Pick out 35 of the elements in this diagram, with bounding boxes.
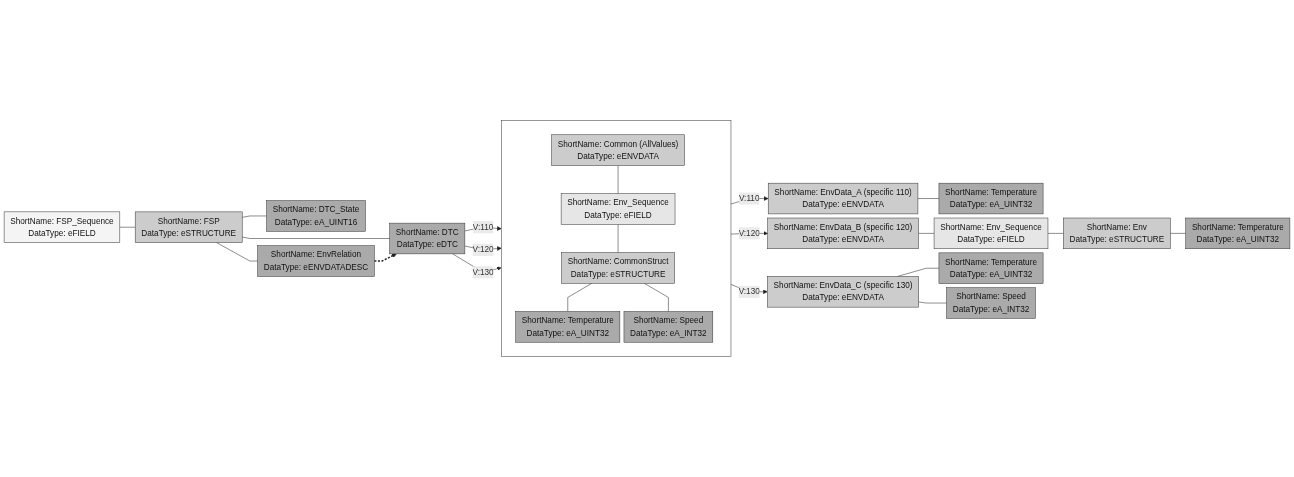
node-box: ShortName: Speed DataType: eA_INT32 <box>946 287 1036 319</box>
node-box: ShortName: EnvRelation DataType: eENVDATADESC <box>257 245 375 277</box>
connector <box>644 283 669 312</box>
edge-label: V:110 <box>472 222 494 232</box>
arrow <box>373 253 397 262</box>
connector <box>917 198 940 199</box>
node-box: ShortName: Common (AllValues) DataType: eENVDATA <box>551 134 685 166</box>
node-box: ShortName: FSP_Sequence DataType: eFIELD <box>3 211 121 243</box>
cluster <box>501 120 732 357</box>
node-box: ShortName: Temperature DataType: eA_UINT32 <box>938 182 1044 215</box>
node-box: ShortName: DTC DataType: eDTC <box>389 222 466 255</box>
connector <box>241 215 267 218</box>
node-box: ShortName: Temperature DataType: eA_UINT32 <box>1185 217 1291 249</box>
connector <box>918 301 947 304</box>
edge-label: V:120 <box>472 245 494 254</box>
edge-label: V:130 <box>738 287 760 296</box>
node-box: ShortName: Temperature DataType: eA_UINT32 <box>515 311 621 343</box>
edge-label: V:130 <box>472 267 494 277</box>
node-box: ShortName: EnvData_A (specific 110) DataType: eENVDATA <box>767 182 919 215</box>
connector <box>567 283 593 312</box>
edge-label: V:120 <box>738 228 760 238</box>
node-box: ShortName: Env_Sequence DataType: eFIELD <box>933 217 1049 249</box>
node-box: ShortName: CommonStruct DataType: eSTRUCTURE <box>561 252 675 284</box>
node-box: ShortName: Env_Sequence DataType: eFIELD <box>560 193 676 225</box>
node-box: ShortName: EnvData_B (specific 120) DataType: eENVDATA <box>767 217 919 249</box>
node-box: ShortName: EnvData_C (specific 130) DataType: eENVDATA <box>767 276 919 308</box>
node-box: ShortName: FSP DataType: eSTRUCTURE <box>134 211 243 243</box>
node-box: ShortName: Env DataType: eSTRUCTURE <box>1063 217 1171 249</box>
connector <box>1170 233 1186 234</box>
connector <box>216 242 258 262</box>
node-box: ShortName: Speed DataType: eA_INT32 <box>623 311 714 343</box>
connector <box>241 236 390 239</box>
edge-label: V:110 <box>738 193 760 203</box>
node-box: ShortName: Temperature DataType: eA_UINT32 <box>938 252 1044 284</box>
node-box: ShortName: DTC_State DataType: eA_UINT16 <box>266 200 366 232</box>
